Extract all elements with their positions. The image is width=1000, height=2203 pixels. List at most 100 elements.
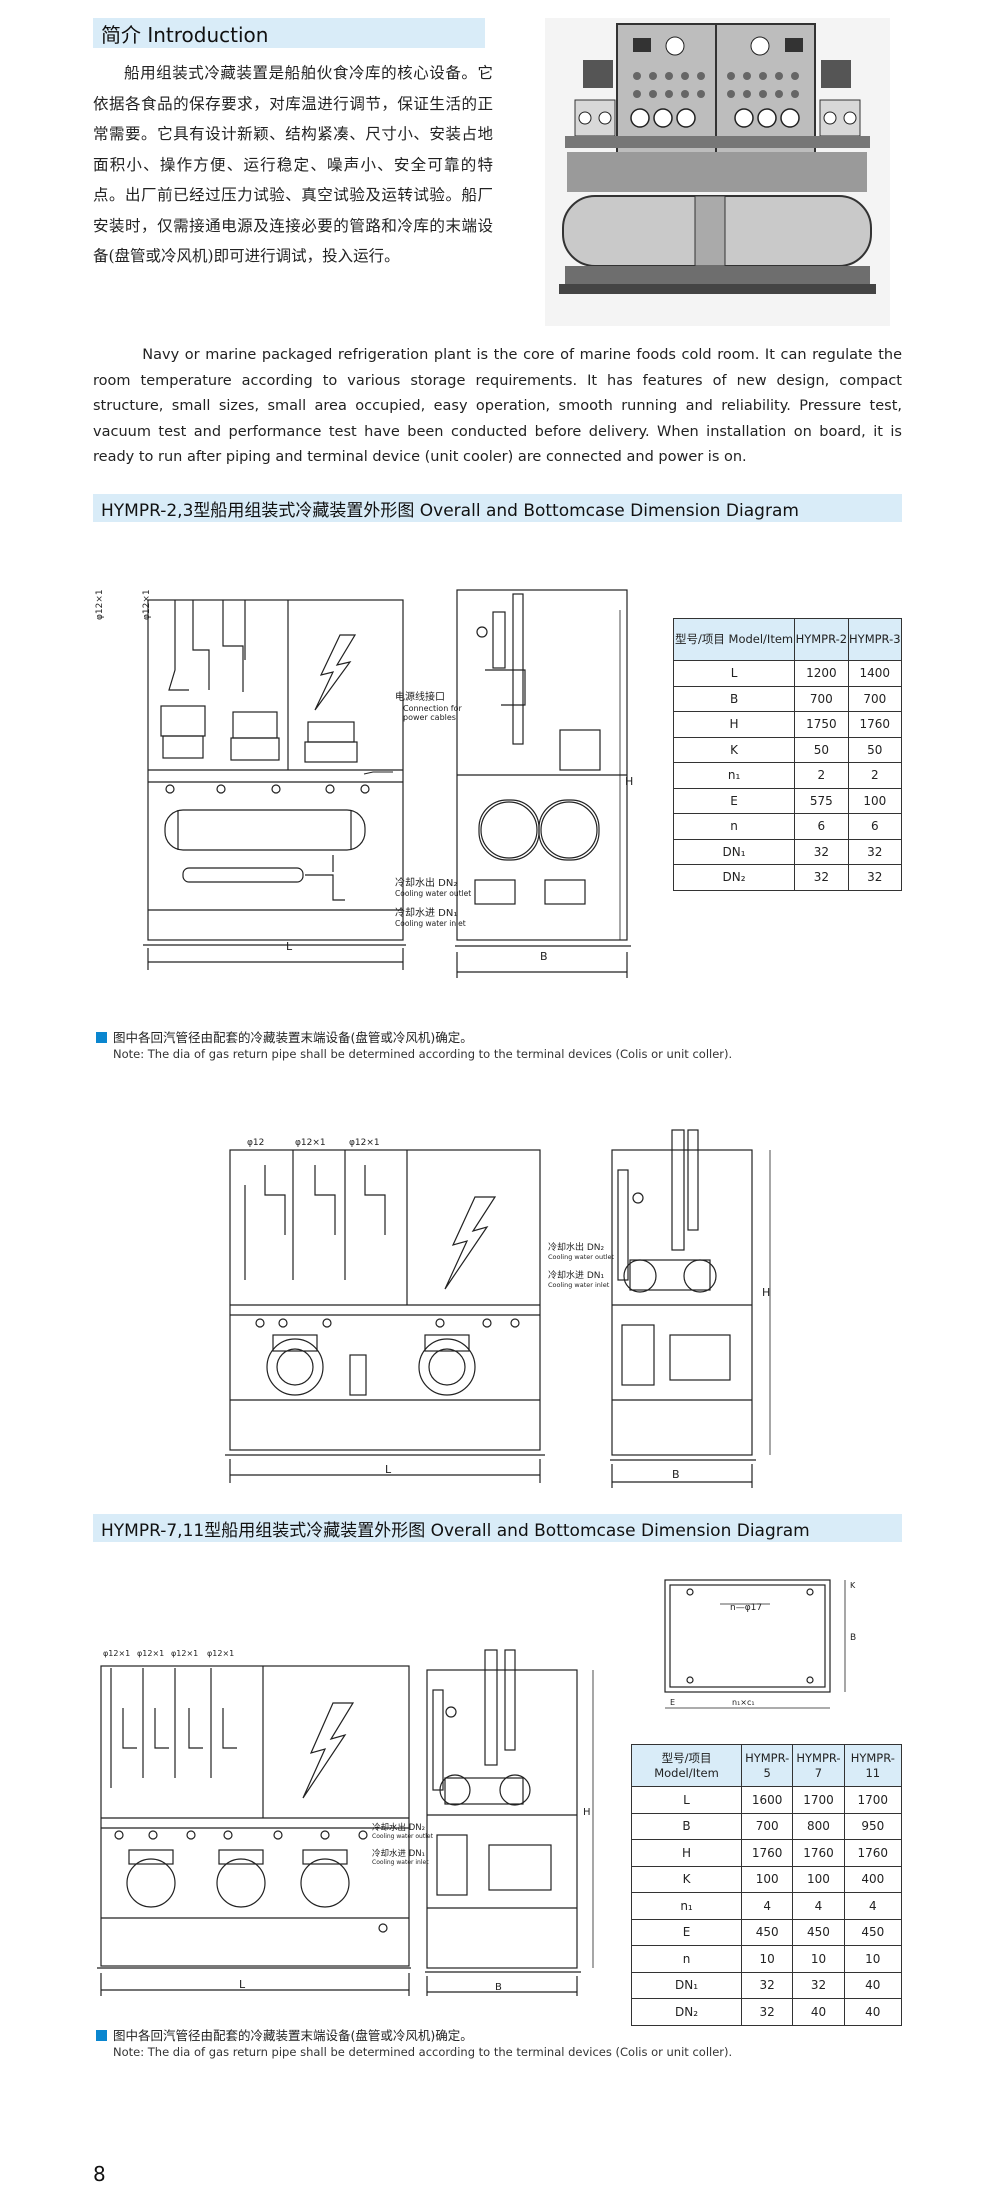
table-cell: 32	[792, 1971, 845, 1999]
table-cell: 1760	[847, 711, 903, 738]
table-cell: 450	[741, 1918, 794, 1946]
note-cn: 图中各回汽管径由配套的冷藏装置末端设备(盘管或冷风机)确定。	[113, 1030, 473, 1045]
dim-B-label: B	[540, 950, 548, 963]
dim-L-label: L	[286, 940, 293, 953]
inlet-label-cn: 冷却水进 DN₁	[548, 1269, 605, 1281]
outlet-label-en: Cooling water outlet	[548, 1253, 614, 1261]
table-cell: 100	[741, 1865, 794, 1893]
drawing-hympr-2-3-front: φ12×1 φ12×1 L	[93, 550, 406, 990]
table-header-cell: 型号/项目 Model/Item	[672, 618, 796, 661]
spacing-label: n₁×c₁	[732, 1698, 755, 1707]
dim-B-label: B	[495, 1982, 502, 1993]
table-header-row: 型号/项目 Model/Item HYMPR-5 HYMPR-7 HYMPR-1…	[630, 1744, 903, 1787]
table-cell: 2	[847, 762, 903, 789]
table-cell: 1700	[843, 1786, 903, 1814]
table-header-cell: 型号/项目 Model/Item	[630, 1744, 743, 1787]
section-1-heading: HYMPR-2,3型船用组装式冷藏装置外形图 Overall and Botto…	[101, 500, 799, 521]
table-cell: K	[672, 736, 796, 763]
dim-E-label: E	[670, 1698, 675, 1707]
note-en: Note: The dia of gas return pipe shall b…	[113, 2045, 733, 2059]
table-cell: 450	[792, 1918, 845, 1946]
table-cell: 40	[843, 1998, 903, 2026]
table-header-cell: HYMPR-7	[792, 1744, 845, 1787]
drawing-1-callouts: 电源线接口 Connection for power cables 冷却水出 D…	[395, 690, 475, 940]
table-cell: n	[630, 1945, 743, 1973]
table-header-cell: HYMPR-5	[741, 1744, 794, 1787]
table-cell: 32	[847, 838, 903, 865]
drawing-hympr-7-11-side: H B	[425, 1640, 605, 1998]
pipe-label-a: φ12	[247, 1138, 264, 1148]
outlet-label-en: Cooling water outlet	[395, 889, 471, 898]
power-label-en2: power cables	[403, 713, 456, 722]
pipe-label-b: φ12×1	[295, 1138, 326, 1148]
dim-B-label: B	[672, 1468, 680, 1481]
note-marker-icon	[96, 1032, 107, 1043]
note-en: Note: The dia of gas return pipe shall b…	[113, 1047, 733, 1061]
table-header-cell: HYMPR-11	[843, 1744, 903, 1787]
table-cell: H	[630, 1839, 743, 1867]
table-cell: DN₂	[630, 1998, 743, 2026]
outlet-label-cn: 冷却水出 DN₂	[395, 876, 457, 889]
product-photo	[545, 18, 890, 326]
section-2-heading-bar: HYMPR-7,11型船用组装式冷藏装置外形图 Overall and Bott…	[93, 1514, 902, 1542]
table-cell: 800	[792, 1812, 845, 1840]
pipe-label-b: φ12×1	[142, 589, 152, 620]
table-cell: 32	[794, 864, 849, 891]
table-cell: 4	[741, 1892, 794, 1920]
hole-label: n—φ17	[730, 1603, 762, 1613]
pipe-label-c: φ12×1	[171, 1649, 198, 1658]
section-2-heading: HYMPR-7,11型船用组装式冷藏装置外形图 Overall and Bott…	[101, 1520, 810, 1541]
dim-H-label: H	[583, 1807, 591, 1818]
dim-B-label: B	[850, 1633, 856, 1643]
table-cell: 1760	[741, 1839, 794, 1867]
table-header-cell: HYMPR-2	[794, 618, 849, 661]
table-cell: 1750	[794, 711, 849, 738]
pipe-label-a: φ12×1	[103, 1649, 130, 1658]
table-cell: 100	[792, 1865, 845, 1893]
table-cell: E	[672, 787, 796, 814]
pipe-label-a: φ12×1	[95, 589, 105, 620]
table-cell: 10	[741, 1945, 794, 1973]
table-cell: L	[630, 1786, 743, 1814]
table-cell: 1200	[794, 660, 849, 687]
drawing-2-callouts: 冷却水出 DN₂ Cooling water outlet 冷却水进 DN₁ C…	[548, 1240, 618, 1300]
table-cell: 700	[847, 685, 903, 712]
table-cell: 575	[794, 787, 849, 814]
inlet-label-en: Cooling water inlet	[395, 919, 466, 928]
power-label-cn: 电源线接口	[395, 690, 445, 703]
table-cell: 6	[847, 813, 903, 840]
table-cell: 1600	[741, 1786, 794, 1814]
table-cell: DN₁	[672, 838, 796, 865]
table-cell: 1700	[792, 1786, 845, 1814]
table-cell: 32	[741, 1971, 794, 1999]
drawing-hympr-7-11-front: φ12×1 φ12×1 φ12×1 φ12×1 L	[93, 1628, 411, 1998]
note-marker-icon	[96, 2030, 107, 2041]
table-cell: 1760	[792, 1839, 845, 1867]
table-cell: 450	[843, 1918, 903, 1946]
table-cell: 1760	[843, 1839, 903, 1867]
table-cell: 1400	[847, 660, 903, 687]
note-cn: 图中各回汽管径由配套的冷藏装置末端设备(盘管或冷风机)确定。	[113, 2028, 473, 2043]
table-cell: 40	[843, 1971, 903, 1999]
table-cell: B	[672, 685, 796, 712]
outlet-label-cn: 冷却水出 DN₂	[372, 1822, 425, 1833]
power-label-en1: Connection for	[403, 704, 463, 713]
spec-table-hympr-5-7-11: 型号/项目 Model/Item HYMPR-5 HYMPR-7 HYMPR-1…	[630, 1744, 903, 2026]
dim-H-label: H	[762, 1286, 770, 1299]
table-cell: n₁	[672, 762, 796, 789]
outlet-label-cn: 冷却水出 DN₂	[548, 1241, 605, 1253]
drawing-hympr-variant-front: φ12 φ12×1 φ12×1 L	[225, 1105, 545, 1485]
table-cell: 10	[792, 1945, 845, 1973]
